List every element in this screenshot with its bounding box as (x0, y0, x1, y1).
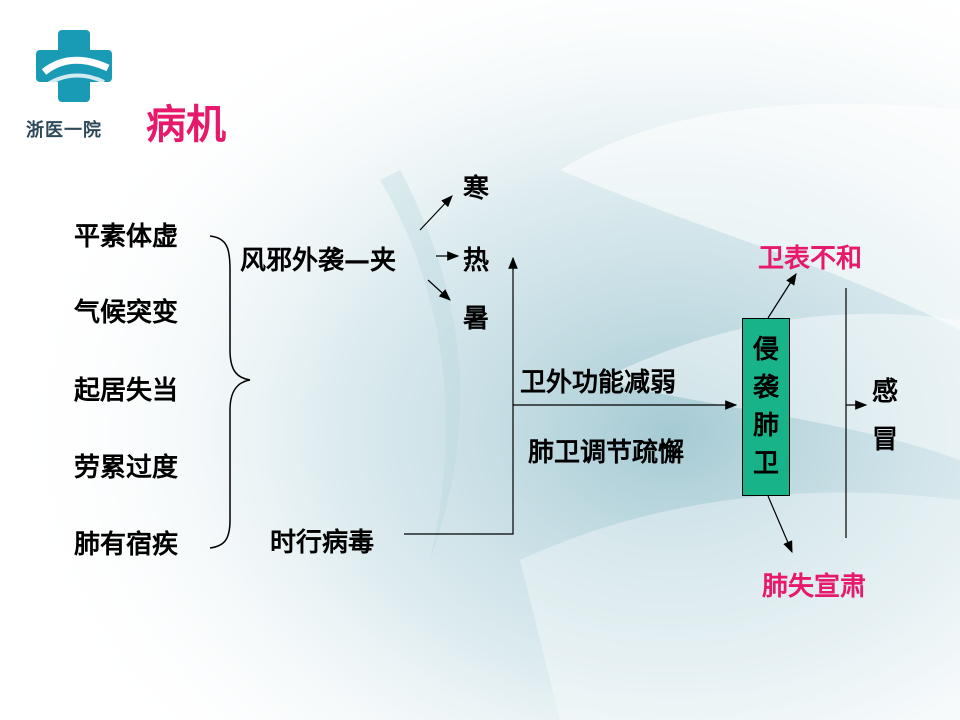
cause-item: 起居失当 (74, 376, 179, 406)
arrow-to-top-outcome (767, 272, 797, 319)
brace (209, 235, 251, 549)
page-title: 病机 (146, 102, 226, 148)
cause-item: 气候突变 (74, 298, 179, 328)
mechanism-weakened: 卫外功能减弱 (520, 368, 677, 398)
arrow-to-summer (427, 279, 451, 301)
invasion-box: 侵 袭 肺 卫 (742, 318, 790, 496)
invasion-char: 肺 (752, 411, 779, 441)
hospital-cross-icon (36, 30, 112, 102)
result-char: 感 (872, 377, 899, 407)
arrow-to-bottom-outcome (767, 495, 793, 554)
cause-item: 肺有宿疾 (74, 530, 179, 560)
cause-item: 平素体虚 (74, 222, 179, 252)
logo-text: 浙医一院 (26, 120, 102, 141)
invasion-char: 侵 (752, 335, 779, 365)
arrow-to-cold (419, 195, 453, 231)
invasion-char: 卫 (752, 449, 779, 479)
cause-item: 劳累过度 (74, 453, 179, 483)
quality-cold: 寒 (463, 174, 490, 204)
epidemic-toxin-label: 时行病毒 (270, 528, 375, 558)
result-char: 冒 (872, 425, 899, 455)
mechanism-impaired: 肺卫调节疏懈 (528, 438, 685, 468)
quality-summer-heat: 暑 (463, 304, 490, 334)
result-label: 感 冒 (872, 368, 898, 464)
invasion-char: 袭 (752, 373, 779, 403)
quality-heat: 热 (463, 246, 490, 276)
wind-evil-label: 风邪外袭—夹 (240, 246, 397, 276)
outcome-bottom: 肺失宣肃 (762, 572, 867, 602)
epidemic-path (404, 262, 514, 535)
outcome-top: 卫表不和 (758, 244, 863, 274)
